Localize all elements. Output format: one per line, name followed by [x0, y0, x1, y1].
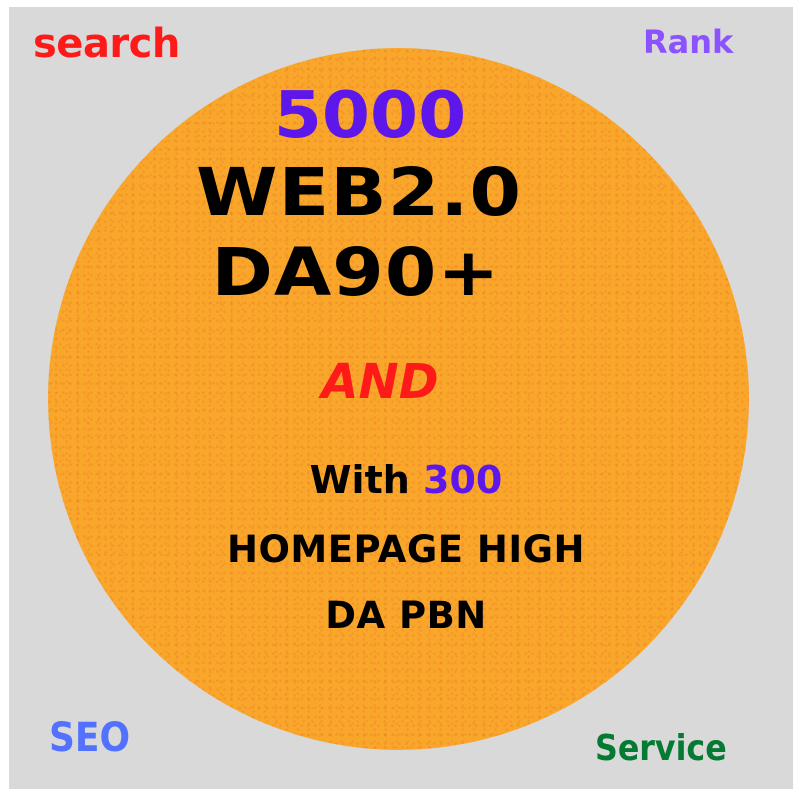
- details-da-pbn: DA PBN: [325, 594, 487, 637]
- corner-label-seo: SEO: [49, 715, 131, 761]
- details-with-line: With 300: [0, 461, 800, 499]
- orange-circle: [48, 48, 749, 750]
- details-homepage-high: HOMEPAGE HIGH: [227, 528, 585, 571]
- corner-label-search: search: [33, 21, 180, 67]
- headline-and: AND: [321, 354, 439, 410]
- with-count: 300: [423, 458, 503, 502]
- headline-web20: WEB2.0: [195, 154, 523, 231]
- headline-da90: DA90+: [211, 234, 501, 311]
- headline-count: 5000: [273, 79, 467, 153]
- corner-label-service: Service: [595, 728, 727, 769]
- with-label: With: [309, 458, 410, 502]
- corner-label-rank: Rank: [643, 23, 734, 61]
